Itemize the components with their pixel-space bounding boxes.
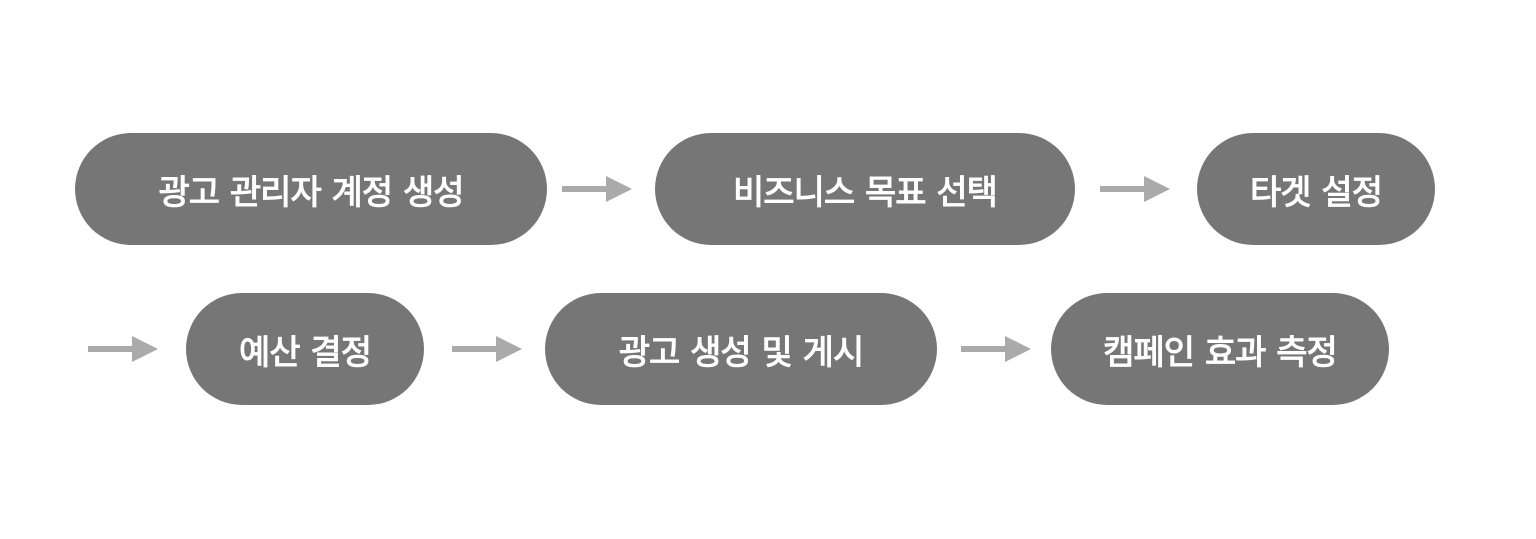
step-label-4: 예산 결정 [239, 332, 372, 373]
arrow-icon [1100, 176, 1170, 202]
arrow-icon [88, 336, 158, 362]
step-label-6: 캠페인 효과 측정 [1103, 332, 1338, 373]
step-label-5: 광고 생성 및 게시 [618, 332, 864, 373]
step-label-2: 비즈니스 목표 선택 [733, 172, 998, 213]
step-node-3: 타겟 설정 [1197, 133, 1435, 245]
step-node-1: 광고 관리자 계정 생성 [75, 133, 547, 245]
step-node-2: 비즈니스 목표 선택 [655, 133, 1075, 245]
step-label-3: 타겟 설정 [1250, 172, 1383, 213]
step-node-5: 광고 생성 및 게시 [545, 293, 937, 405]
arrow-icon [452, 336, 522, 362]
step-node-6: 캠페인 효과 측정 [1051, 293, 1389, 405]
arrow-icon [961, 336, 1031, 362]
arrow-icon [562, 176, 632, 202]
step-node-4: 예산 결정 [186, 293, 424, 405]
step-label-1: 광고 관리자 계정 생성 [158, 172, 464, 213]
